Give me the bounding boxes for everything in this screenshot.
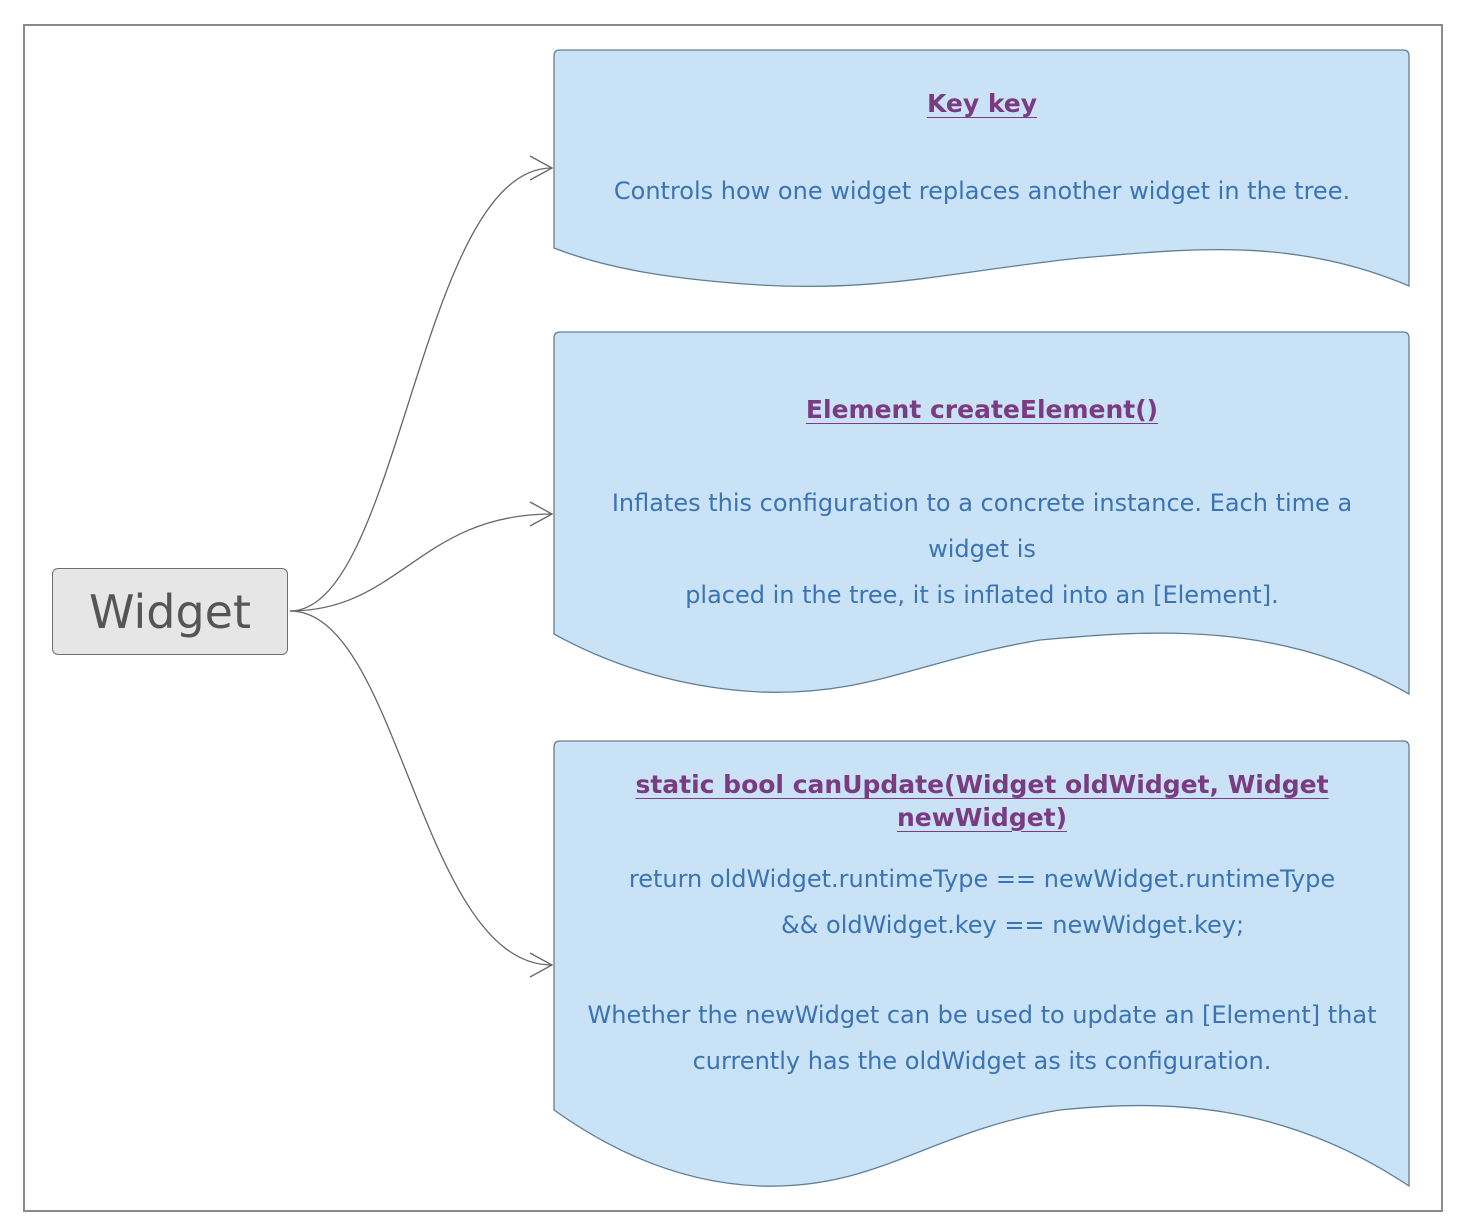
card-can-update-title: static bool canUpdate(Widget oldWidget, … <box>635 770 1329 832</box>
card-create-element-body-line-2: placed in the tree, it is inflated into … <box>685 581 1279 609</box>
card-key-title: Key key <box>926 89 1038 118</box>
card-can-update: static bool canUpdate(Widget oldWidget, … <box>556 769 1408 834</box>
connector-create-element-arrow <box>529 501 554 527</box>
card-create-element: Element createElement() <box>556 394 1408 427</box>
card-can-update-body-line-1: Whether the newWidget can be used to upd… <box>587 1001 1377 1029</box>
connector-can-update-arrow <box>529 952 554 978</box>
card-key: Key key <box>556 88 1408 121</box>
widget-node: Widget <box>52 568 288 655</box>
connector-can-update <box>289 610 553 966</box>
card-can-update-body-line-2: currently has the oldWidget as its confi… <box>692 1047 1272 1075</box>
card-can-update-code-line-1: return oldWidget.runtimeType == newWidge… <box>628 865 1336 893</box>
card-can-update-code-line-2: && oldWidget.key == newWidget.key; <box>719 911 1245 939</box>
card-key-shape <box>553 49 1410 288</box>
card-key-body-line-1: Controls how one widget replaces another… <box>613 177 1351 205</box>
card-create-element-body-line-1: Inflates this configuration to a concret… <box>611 489 1353 563</box>
connector-key <box>289 167 553 612</box>
card-can-update-shape <box>553 740 1410 1188</box>
connector-create-element <box>289 513 553 612</box>
card-create-element-shape <box>553 331 1410 696</box>
card-can-update-code: return oldWidget.runtimeType == newWidge… <box>556 856 1408 948</box>
card-create-element-title: Element createElement() <box>805 395 1159 424</box>
card-can-update-body: Whether the newWidget can be used to upd… <box>556 992 1408 1084</box>
card-create-element-body: Inflates this configuration to a concret… <box>556 480 1408 618</box>
card-key-body: Controls how one widget replaces another… <box>556 168 1408 214</box>
connector-key-arrow <box>529 155 554 181</box>
widget-node-label: Widget <box>89 584 251 639</box>
